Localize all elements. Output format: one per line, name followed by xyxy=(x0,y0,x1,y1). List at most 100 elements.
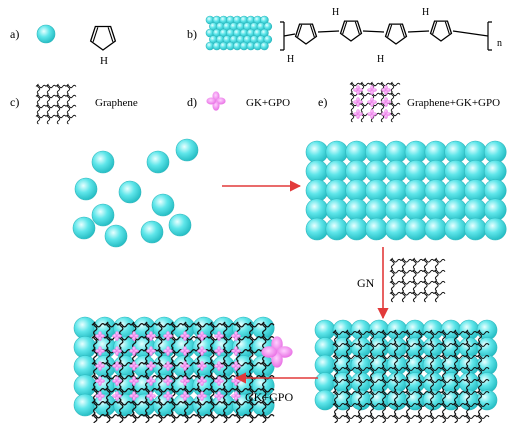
film-sphere xyxy=(73,393,97,417)
legend-a-atom: H xyxy=(100,55,108,67)
step-label-enzyme: GK+GPO xyxy=(245,390,294,404)
film-sphere xyxy=(314,372,336,393)
legend-d-letter: d) xyxy=(187,95,197,109)
pyrrole-sphere xyxy=(91,150,115,174)
pyrrole-sphere xyxy=(118,180,142,204)
film-sphere xyxy=(483,217,507,241)
gn-icon-tile xyxy=(400,279,413,292)
step-label-graphene: GN xyxy=(357,276,375,290)
film-sphere xyxy=(325,159,349,183)
film-sphere xyxy=(424,198,448,222)
legend-e-letter: e) xyxy=(318,95,328,109)
film-gn-graphene-tile xyxy=(440,413,454,427)
gn-icon-tile xyxy=(411,279,424,292)
film-sphere xyxy=(384,179,408,202)
legend-e-graphene-tile xyxy=(389,101,401,113)
pyrrole-sphere xyxy=(91,203,115,227)
film-sphere xyxy=(345,140,368,164)
film-gn-graphene-tile xyxy=(332,413,346,427)
legend-b-atom-top1: H xyxy=(332,7,340,18)
legend-a-sphere xyxy=(36,24,56,44)
film-sphere xyxy=(73,335,97,359)
gn-icon-tile xyxy=(389,268,402,281)
gn-icon-tile xyxy=(389,279,402,292)
film-sphere xyxy=(404,389,426,411)
film-sphere xyxy=(476,389,498,411)
film-sphere xyxy=(73,355,97,378)
film-sphere xyxy=(345,217,368,241)
legend-b-atom-bot2: H xyxy=(377,54,385,65)
film-sphere xyxy=(483,140,507,164)
film-sphere xyxy=(464,179,487,202)
film-gn-graphene-tile xyxy=(392,413,406,427)
legend-b-ring-0 xyxy=(294,23,318,45)
film-sphere xyxy=(464,159,487,183)
legend-e-graphene-tile xyxy=(389,111,401,123)
legend-c-name: Graphene xyxy=(95,97,138,109)
legend-b-atom-top2: H xyxy=(422,7,430,18)
film-sphere xyxy=(404,159,428,183)
film-gn-graphene-tile xyxy=(416,413,430,427)
film-final-graphene-tile xyxy=(208,412,223,427)
gn-icon-tile xyxy=(400,268,413,281)
gn-icon-tile xyxy=(433,268,446,281)
legend-c-graphene-tile xyxy=(65,113,77,125)
film-sphere xyxy=(314,319,336,341)
polypyrrole-graphene-film xyxy=(314,319,498,427)
film-sphere xyxy=(345,159,368,183)
legend-d-clover xyxy=(206,91,226,111)
film-gn-graphene-tile xyxy=(452,413,466,427)
film-sphere xyxy=(325,198,349,222)
film-sphere xyxy=(305,179,329,202)
legend-c-graphene-tile xyxy=(45,103,57,115)
film-sphere xyxy=(345,179,368,202)
legend-c-graphene-tile xyxy=(55,113,67,125)
pyrrole-sphere xyxy=(104,224,128,248)
graphene-icon xyxy=(389,257,446,303)
film-sphere xyxy=(384,198,408,222)
film-sphere xyxy=(424,140,448,164)
film-sphere xyxy=(305,140,329,164)
legend-c-graphene-tile xyxy=(65,103,77,115)
gn-icon-tile xyxy=(400,290,413,303)
film-sphere xyxy=(424,217,448,241)
legend-c-graphene-tile xyxy=(45,113,57,125)
film-sphere xyxy=(384,159,408,183)
film-sphere xyxy=(464,140,487,164)
legend-c-graphene-tile xyxy=(45,93,57,105)
film-sphere xyxy=(424,159,448,183)
film-final-graphene-tile xyxy=(91,412,106,427)
film-sphere xyxy=(305,159,329,183)
film-sphere xyxy=(384,140,408,164)
film-sphere xyxy=(440,389,462,411)
pyrrole-sphere xyxy=(74,177,98,201)
legend-a-pyrrole-ring xyxy=(89,25,117,51)
film-sphere xyxy=(365,179,388,202)
film-sphere xyxy=(483,179,507,202)
legend-e-graphene-tile xyxy=(389,91,401,103)
film-sphere xyxy=(365,159,388,183)
legend-c-graphene-tile xyxy=(65,83,77,95)
film-sphere xyxy=(325,179,349,202)
film-final-graphene-tile xyxy=(169,412,184,427)
film-sphere xyxy=(332,389,354,411)
film-sphere xyxy=(365,140,388,164)
film-sphere xyxy=(73,374,97,398)
film-sphere xyxy=(444,217,467,241)
film-gn-graphene-tile xyxy=(344,413,358,427)
film-sphere xyxy=(305,217,329,241)
legend-c-graphene-tile xyxy=(35,93,47,105)
legend-c-graphene-tile xyxy=(55,83,67,95)
film-gn-graphene-tile xyxy=(428,413,442,427)
gn-icon-tile xyxy=(433,290,446,303)
gn-icon-tile xyxy=(433,257,446,270)
film-sphere xyxy=(314,354,336,376)
film-gn-graphene-tile xyxy=(380,413,394,427)
film-sphere xyxy=(483,159,507,183)
legend-c-graphene-tile xyxy=(55,103,67,115)
gn-icon-tile xyxy=(422,290,435,303)
pyrrole-sphere xyxy=(168,213,192,237)
film-sphere xyxy=(365,198,388,222)
film-final-graphene-tile xyxy=(247,412,262,427)
